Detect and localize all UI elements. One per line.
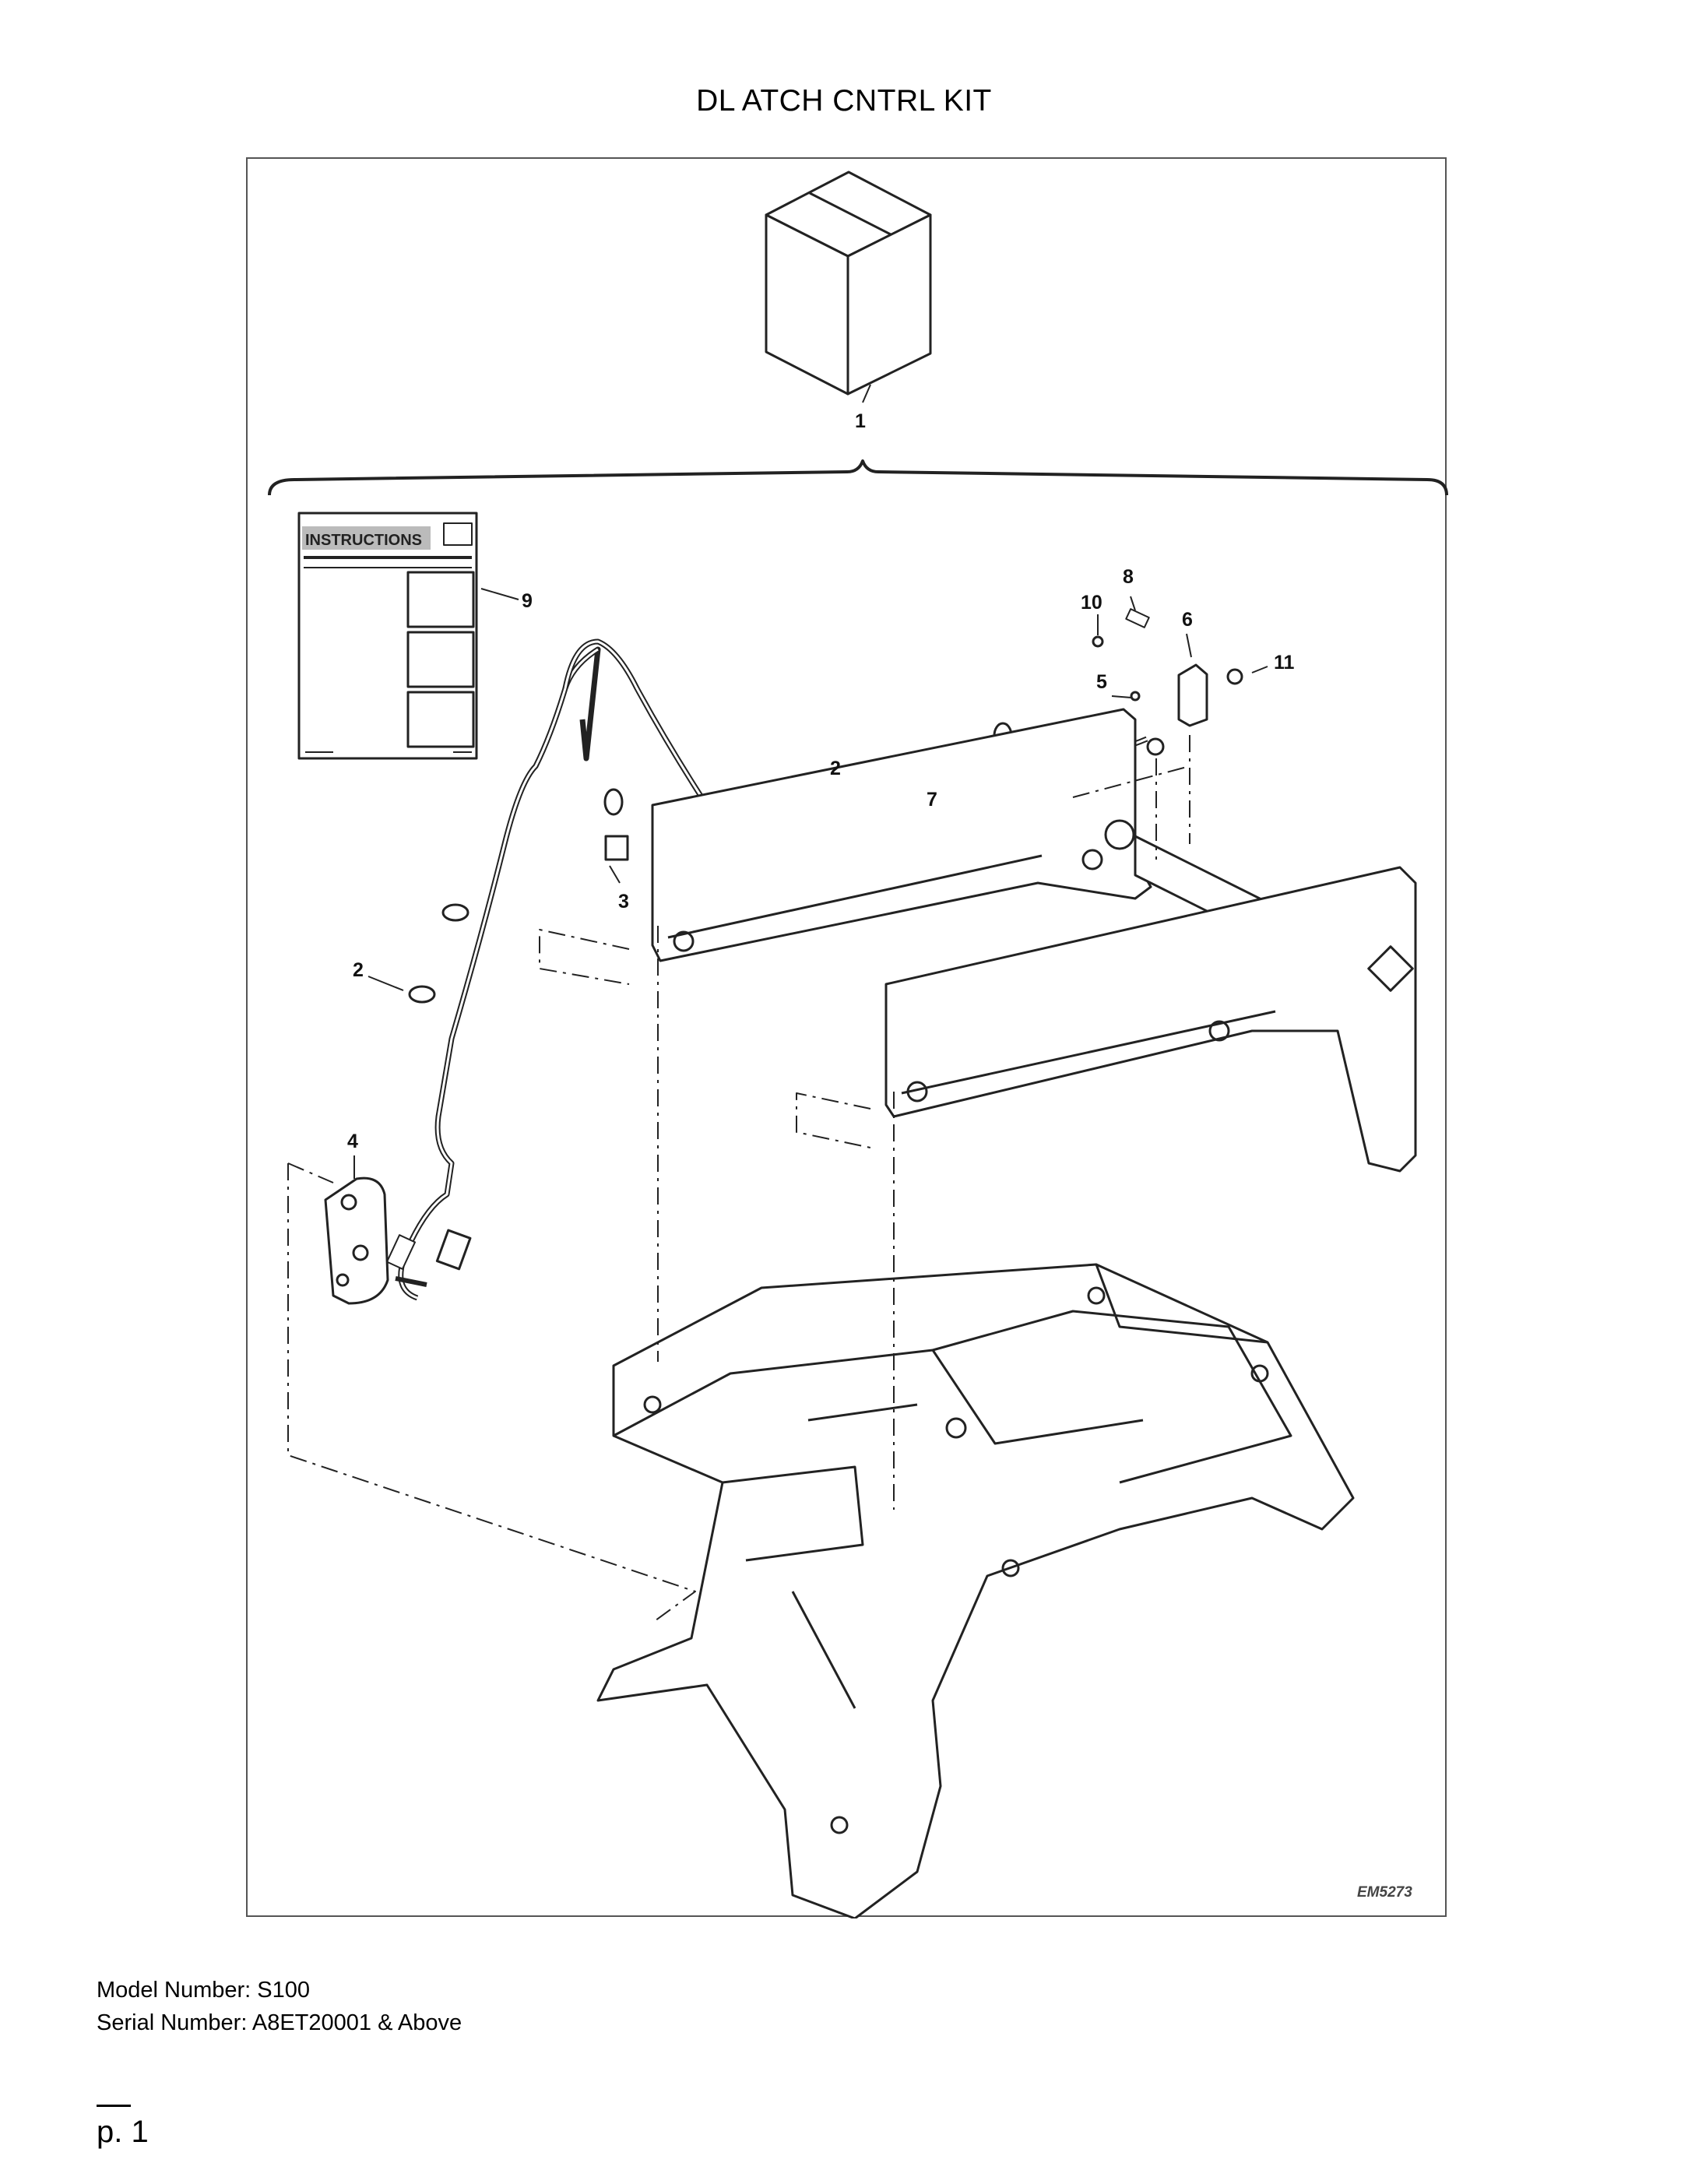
exploded-parts-diagram: INSTRUCTIONS 1 2 2 3 4 5 6 7 8 9 10 11 E…	[268, 171, 1448, 1918]
parts-diagram-frame: INSTRUCTIONS 1 2 2 3 4 5 6 7 8 9 10 11 E…	[246, 157, 1448, 1918]
serial-number: Serial Number: A8ET20001 & Above	[97, 2010, 462, 2035]
callout-8: 8	[1123, 566, 1134, 588]
callout-11: 11	[1274, 652, 1295, 673]
callout-7: 7	[927, 789, 937, 811]
bracket-item-6	[1177, 663, 1208, 727]
instruction-sheet-label: INSTRUCTIONS	[305, 532, 422, 549]
callout-3: 3	[618, 891, 629, 913]
page-title: DL ATCH CNTRL KIT	[696, 84, 992, 118]
page-number-rule	[97, 2105, 131, 2107]
kit-bracket	[268, 459, 1448, 496]
callout-10: 10	[1081, 592, 1102, 614]
callout-6: 6	[1182, 609, 1193, 631]
lift-arm-lower	[884, 866, 1417, 1173]
figure-id: EM5273	[1357, 1884, 1412, 1901]
callout-4: 4	[347, 1131, 358, 1152]
callout-5: 5	[1096, 671, 1107, 693]
lift-arm-upper	[651, 708, 1152, 962]
callout-1: 1	[855, 410, 866, 432]
clip-2a	[441, 903, 469, 922]
switch-plate-item-4	[324, 1176, 389, 1305]
page-number: p. 1	[97, 2115, 149, 2149]
callout-2-top: 2	[830, 758, 841, 779]
kit-box-illustration	[765, 171, 932, 396]
instruction-sheet-illustration	[297, 512, 478, 760]
loader-frame	[596, 1263, 1355, 1918]
callout-9: 9	[522, 590, 533, 612]
model-number: Model Number: S100	[97, 1978, 311, 2003]
clip-2b	[408, 985, 436, 1004]
callout-2-left: 2	[353, 959, 364, 981]
